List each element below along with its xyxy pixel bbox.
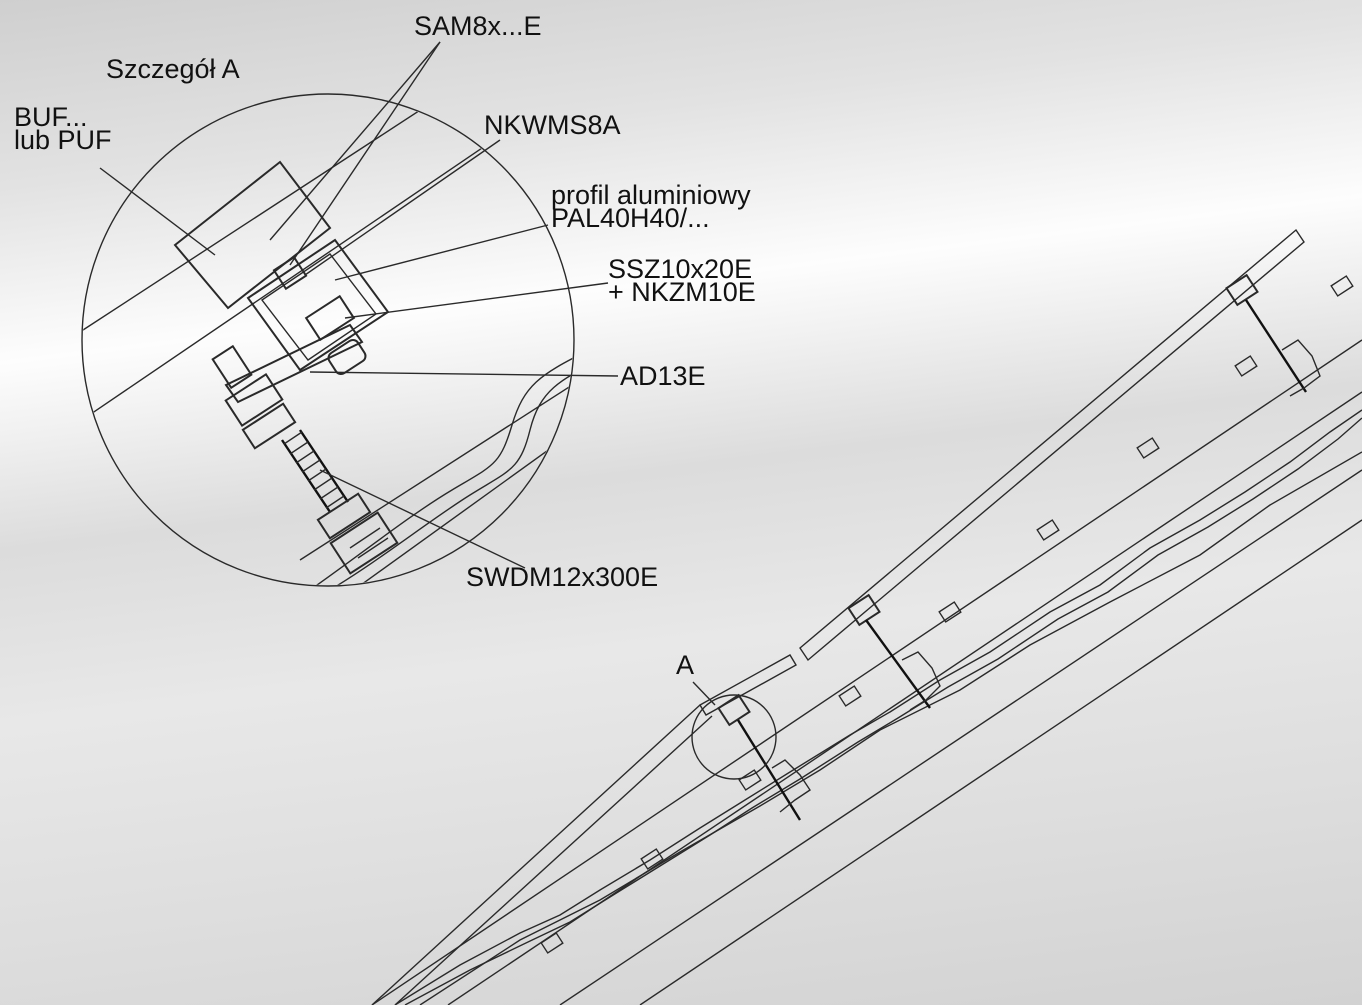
tile-clip [838, 685, 862, 707]
detail-marker-leader [692, 681, 716, 706]
label-profile-line-1: profil aluminiowy [551, 180, 751, 210]
label-ssz: SSZ10x20E + NKZM10E [608, 254, 756, 307]
label-nkwms: NKWMS8A [484, 110, 621, 140]
detail-marker-circle [691, 694, 777, 780]
adapter-plate [224, 323, 364, 404]
tile-clip [938, 601, 962, 623]
leader-sam-2 [289, 41, 441, 266]
sleeve-hatch-2 [357, 537, 389, 559]
hanger-bolt-b [847, 593, 941, 711]
label-buf-line-1: BUF... [14, 102, 88, 132]
bolt-top [211, 344, 253, 390]
label-ad: AD13E [620, 361, 706, 391]
panel-edge [371, 704, 701, 1005]
hex-nut-3 [316, 492, 372, 540]
label-buf: BUF... lub PUF [14, 102, 112, 155]
detail-circle [81, 93, 575, 587]
label-ssz-line-2: + NKZM10E [608, 277, 756, 307]
detail-tile-wave-2 [309, 351, 573, 585]
roof-tile-top [419, 451, 1362, 1005]
leader-ad [309, 371, 619, 377]
tile-clip [640, 848, 664, 870]
label-sam: SAM8x...E [414, 11, 542, 41]
label-sam-text: SAM8x...E [414, 11, 542, 41]
detail-marker-label: A [676, 650, 695, 680]
detail-title: Szczegół A [106, 54, 240, 84]
tile-clip [540, 932, 564, 954]
tile-clips [540, 275, 1354, 954]
hanger-bolt-a [717, 693, 811, 821]
bolt-thread [281, 429, 349, 513]
tile-clip [738, 769, 762, 791]
batten-line [559, 469, 1362, 1005]
hammer-nut [272, 255, 308, 291]
hanger-bolt-c [1225, 273, 1321, 397]
detail-a-view [81, 41, 619, 587]
label-swdm-text: SWDM12x300E [466, 562, 659, 592]
label-profile: profil aluminiowy PAL40H40/... [551, 180, 751, 233]
label-buf-line-2: lub PUF [14, 125, 112, 155]
batten-line-2 [639, 519, 1362, 1005]
leader-nkwms [304, 139, 501, 276]
slot-nut [304, 294, 356, 342]
rail-segment-upper [799, 228, 1305, 662]
detail-tile-wave [329, 359, 573, 585]
roof-tile-inner [404, 417, 1362, 1005]
label-nkwms-text: NKWMS8A [484, 110, 621, 140]
leader-ssz [344, 282, 609, 319]
label-swdm: SWDM12x300E [466, 562, 659, 592]
panel-edge-2 [394, 715, 713, 1005]
detail-batten [299, 379, 573, 561]
leader-lines [99, 41, 619, 569]
tile-clip [1330, 275, 1354, 297]
leader-profile [334, 224, 549, 281]
leader-sam [269, 41, 441, 241]
roof-tile-outline [394, 409, 1362, 1005]
label-ssz-line-1: SSZ10x20E [608, 254, 753, 284]
label-profile-line-2: PAL40H40/... [551, 203, 710, 233]
mounting-rail [371, 228, 1305, 1005]
detail-marker-text: A [676, 650, 695, 680]
leader-buf [99, 167, 216, 256]
flange-nut [327, 338, 367, 376]
module-clamp-block [173, 160, 332, 310]
panel-line-1 [83, 95, 521, 346]
label-ad-text: AD13E [620, 361, 706, 391]
leader-swdm [319, 469, 526, 569]
detail-title-text: Szczegół A [106, 54, 240, 84]
hex-nut-1 [224, 372, 284, 428]
tile-clip [1234, 355, 1258, 377]
panel-line-2 [83, 95, 561, 436]
tile-clip [1036, 519, 1060, 541]
hex-nut-2 [241, 402, 297, 450]
tile-clip [1136, 437, 1160, 459]
sleeve-hatch [349, 527, 381, 549]
rail-segment-lower [699, 654, 797, 716]
wood-thread-sleeve [329, 511, 399, 575]
roof-section [371, 228, 1362, 1005]
rafter-edge-lower [371, 339, 1362, 1005]
